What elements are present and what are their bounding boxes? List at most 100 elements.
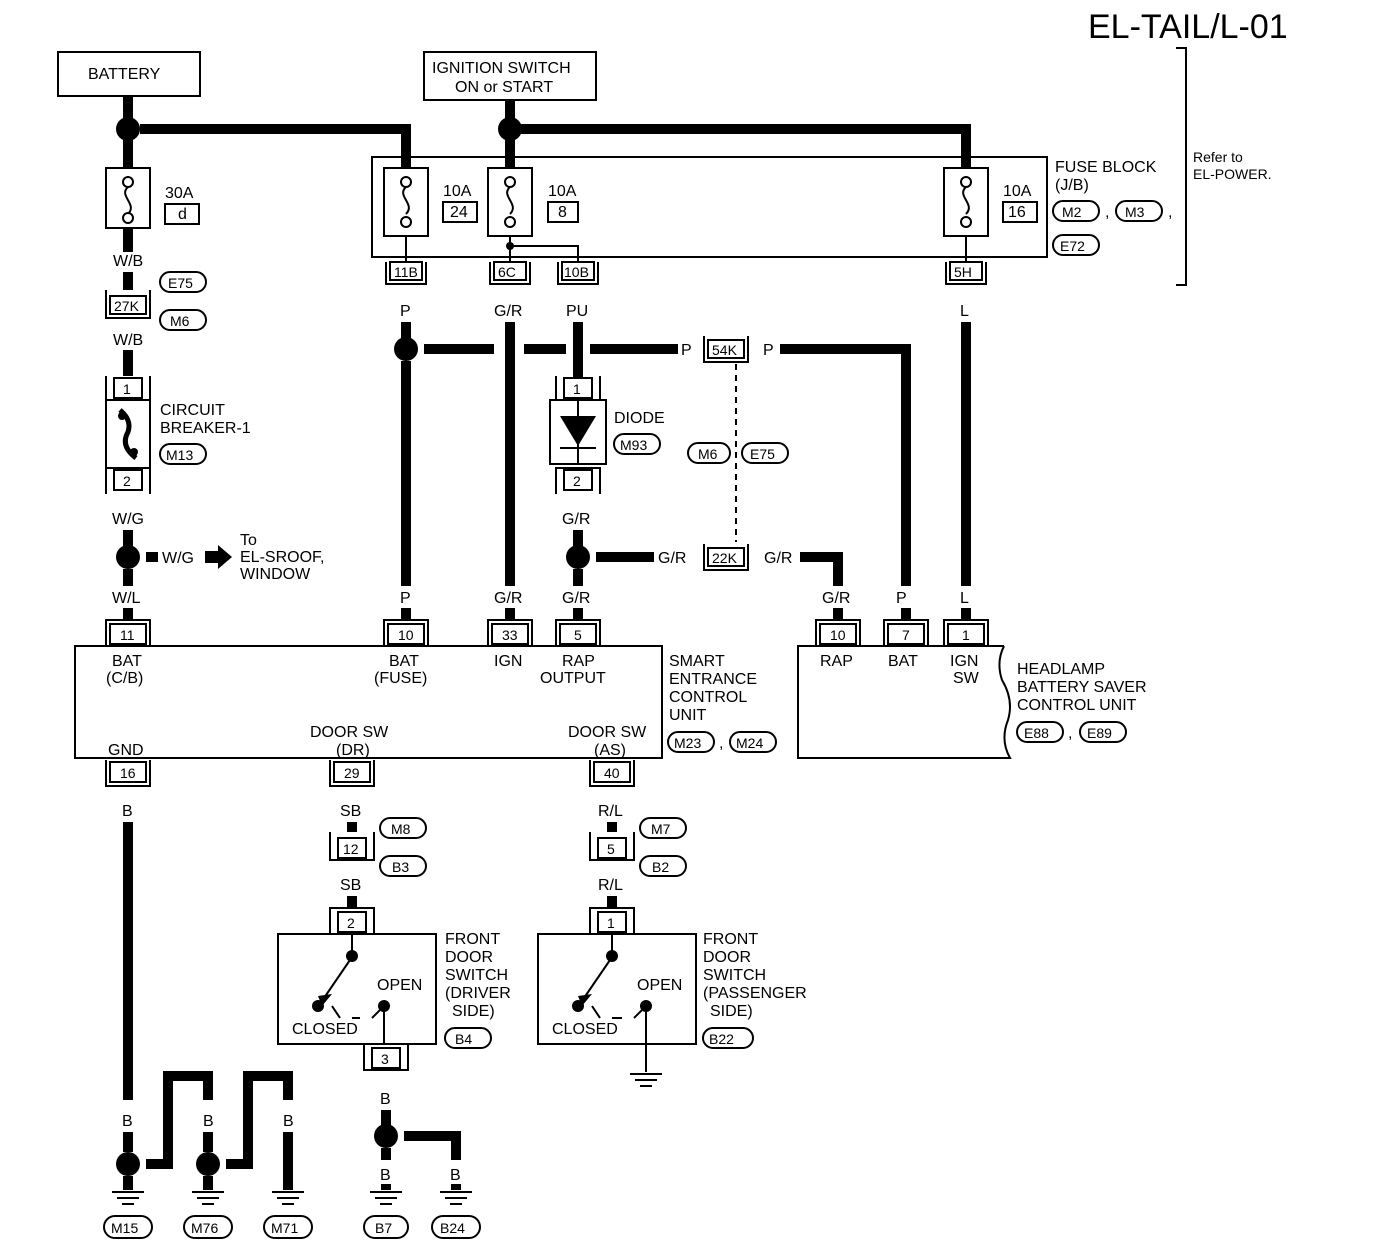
fuse-30a: 30A d <box>105 167 200 229</box>
door-driver-label-3: SWITCH <box>445 967 508 984</box>
secu-bat-fuse-1: BAT <box>389 653 419 670</box>
svg-text:,: , <box>1168 204 1172 221</box>
ground-splice-dot-2 <box>196 1152 220 1176</box>
wire-b-label-6: B <box>283 1113 294 1130</box>
fuse-block-box <box>371 156 1048 258</box>
ignition-splice-dot <box>498 117 522 141</box>
page-title: EL-TAIL/L-01 <box>1088 8 1288 46</box>
wire-b-label-9: B <box>450 1167 461 1184</box>
door-driver-label-2: DOOR <box>445 949 493 966</box>
secu-box <box>74 645 663 759</box>
wire-gr-label-3: G/R <box>562 511 590 528</box>
wire-pu-label: PU <box>566 303 588 320</box>
fuse-16-amp: 10A <box>1003 183 1032 200</box>
door-driver-label-1: FRONT <box>445 931 500 948</box>
svg-text:1: 1 <box>607 915 615 931</box>
wire-wb-label-1: W/B <box>113 253 143 270</box>
svg-text:5: 5 <box>574 627 582 643</box>
svg-text:2: 2 <box>347 915 355 931</box>
wire-l-label-1: L <box>960 303 969 320</box>
wire-p-label-4: P <box>400 590 411 607</box>
fuse-block-label-1: FUSE BLOCK <box>1055 159 1157 176</box>
ground-m71: M71 <box>271 1220 298 1236</box>
svg-text:2: 2 <box>123 473 131 489</box>
wire-p-label-1: P <box>400 303 411 320</box>
svg-text:,: , <box>1105 204 1109 221</box>
svg-text:1: 1 <box>573 381 581 397</box>
secu-dsw-dr-2: (DR) <box>336 742 370 759</box>
jb-terminal-5h: 5H <box>945 261 987 285</box>
secu-dsw-as-2: (AS) <box>594 742 626 759</box>
fuse-8-amp: 10A <box>548 183 577 200</box>
wire-gr-label-7: G/R <box>822 590 850 607</box>
connector-27k: 27K <box>105 290 151 319</box>
secu-rap-2: OUTPUT <box>540 670 606 687</box>
secu-bat-cb-2: (C/B) <box>106 670 143 687</box>
wire-wg-label-1: W/G <box>112 511 144 528</box>
circuit-breaker: 1 2 <box>105 376 151 494</box>
refer-label-2: EL-POWER. <box>1193 166 1272 182</box>
p-splice-dot <box>394 337 418 361</box>
hbs-connector-1: E88 <box>1024 725 1049 741</box>
fuse-10a-8: 10A 8 <box>487 167 579 237</box>
wire-gr-label-5: G/R <box>764 550 792 567</box>
arrow-icon <box>205 545 232 569</box>
door-switch-passenger: 1 OPEN CLOSED <box>537 907 697 1087</box>
wire-wl-label: W/L <box>112 590 141 607</box>
door-pass-connector: B22 <box>709 1031 734 1047</box>
secu-dsw-dr-1: DOOR SW <box>310 724 389 741</box>
fuse-16-id: 16 <box>1008 204 1026 221</box>
jb-terminal-11b: 11B <box>385 261 427 285</box>
hbs-ign-2: SW <box>953 670 980 687</box>
wire-b-label-8: B <box>380 1167 391 1184</box>
door-pass-open: OPEN <box>637 977 682 994</box>
connector-22k: 22K <box>703 544 749 571</box>
fuse-block-label-2: (J/B) <box>1055 177 1089 194</box>
m8-label: M8 <box>391 821 411 837</box>
fuse-8-id: 8 <box>558 204 567 221</box>
connector-54k: 54K <box>703 336 749 363</box>
door-pass-label-4: (PASSENGER <box>703 985 807 1002</box>
door-driver-connector: B4 <box>455 1031 472 1047</box>
fuse-block-connector-2: M3 <box>1125 204 1145 220</box>
diode-connector: M93 <box>620 437 647 453</box>
ignition-label-1: IGNITION SWITCH <box>432 60 571 77</box>
to-label-1: To <box>240 532 257 549</box>
fuse-24-id: 24 <box>450 204 468 221</box>
door-driver-closed: CLOSED <box>292 1021 358 1038</box>
secu-dsw-as-1: DOOR SW <box>568 724 647 741</box>
secu-bat-fuse-2: (FUSE) <box>374 670 427 687</box>
wire-sb-label-2: SB <box>340 877 361 894</box>
svg-text:11B: 11B <box>394 264 418 280</box>
svg-text:7: 7 <box>902 627 910 643</box>
svg-text:11: 11 <box>120 627 135 643</box>
battery-label: BATTERY <box>88 66 161 83</box>
m6-label-1: M6 <box>170 313 190 329</box>
cb-label-2: BREAKER-1 <box>160 420 251 437</box>
secu-rap-1: RAP <box>562 653 595 670</box>
door-driver-label-5: SIDE) <box>452 1003 495 1020</box>
wire-l-label-2: L <box>960 590 969 607</box>
wire-b-label-4: B <box>203 1113 214 1130</box>
door-pass-label-1: FRONT <box>703 931 758 948</box>
hbs-connector-2: E89 <box>1087 725 1112 741</box>
secu-bat-cb-1: BAT <box>112 653 142 670</box>
secu-gnd: GND <box>108 742 144 759</box>
diode: 1 2 <box>549 376 607 494</box>
svg-text:12: 12 <box>343 841 359 857</box>
e75-label-1: E75 <box>168 275 193 291</box>
hbs-label-2: BATTERY SAVER <box>1017 679 1147 696</box>
secu-pins-bottom: 16 29 40 <box>105 760 635 787</box>
refer-bracket <box>1176 47 1187 286</box>
connector-12: 12 <box>329 832 375 861</box>
wire-b-label-2: B <box>122 1113 133 1130</box>
secu-label-3: CONTROL <box>669 689 747 706</box>
ground-b24: B24 <box>440 1220 465 1236</box>
to-label-2: EL-SROOF, <box>240 549 324 566</box>
b3-label: B3 <box>392 859 409 875</box>
cb-connector: M13 <box>166 447 193 463</box>
secu-label-4: UNIT <box>669 707 707 724</box>
secu-label-1: SMART <box>669 653 725 670</box>
svg-text:54K: 54K <box>712 342 738 358</box>
svg-text:5: 5 <box>607 841 615 857</box>
